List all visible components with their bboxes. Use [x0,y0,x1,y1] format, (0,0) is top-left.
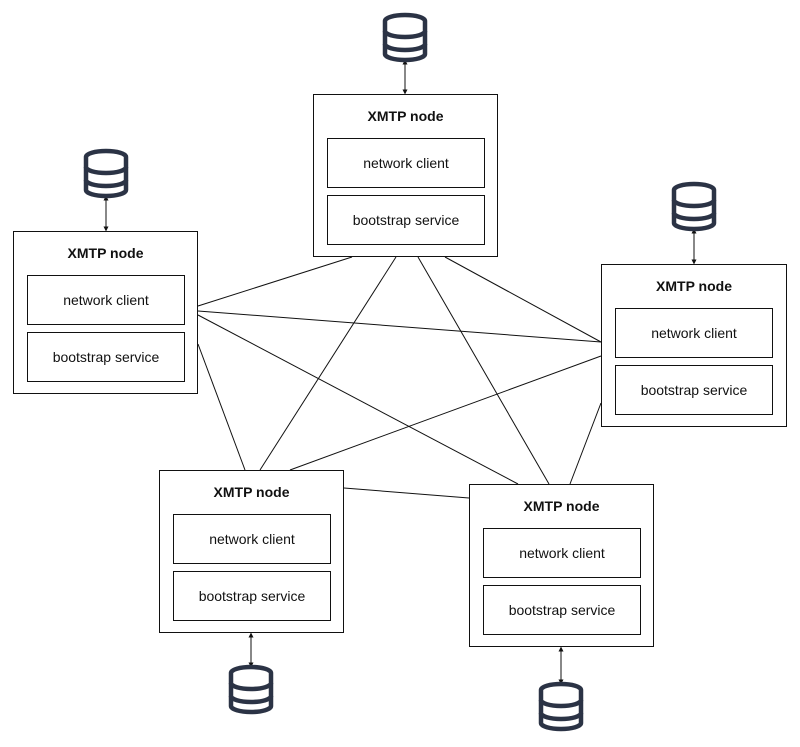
network-client-box: network client [27,275,185,325]
node-title: XMTP node [367,108,444,124]
connection-line-top-bottom-right [417,256,550,485]
connection-line-bottom-left-bottom-right [343,487,470,499]
node-title: XMTP node [523,498,600,514]
bootstrap-service-box: bootstrap service [27,332,185,382]
node-title: XMTP node [656,278,732,294]
connection-line-left-bottom-left [197,343,246,471]
network-client-box: network client [327,138,485,188]
xmtp-node-left: XMTP node network client bootstrap servi… [13,231,198,394]
network-client-box: network client [173,514,331,564]
connection-line-left-bottom-right [197,314,519,485]
xmtp-node-bottom-left: XMTP node network client bootstrap servi… [159,470,344,633]
node-title: XMTP node [67,245,144,261]
database-icon [671,181,717,232]
bootstrap-service-box: bootstrap service [483,585,641,635]
database-links [103,59,697,685]
bootstrap-service-box: bootstrap service [615,365,773,415]
xmtp-node-right: XMTP node network client bootstrap servi… [601,264,787,427]
connection-lines [197,256,602,499]
database-icon [83,148,129,199]
xmtp-node-bottom-right: XMTP node network client bootstrap servi… [469,484,654,647]
connection-line-left-right [197,310,602,343]
connection-line-top-bottom-left [259,256,397,471]
xmtp-node-top: XMTP node network client bootstrap servi… [313,94,498,257]
connection-line-right-bottom-right [569,402,602,485]
network-client-box: network client [483,528,641,578]
bootstrap-service-box: bootstrap service [173,571,331,621]
database-icon [538,681,584,732]
node-title: XMTP node [213,484,290,500]
network-client-box: network client [615,308,773,358]
bootstrap-service-box: bootstrap service [327,195,485,245]
connection-line-top-right [444,256,602,343]
connection-line-top-left [197,256,353,307]
databases [83,12,717,732]
connection-line-right-bottom-left [289,355,602,471]
database-icon [228,664,274,715]
database-icon [382,12,428,63]
